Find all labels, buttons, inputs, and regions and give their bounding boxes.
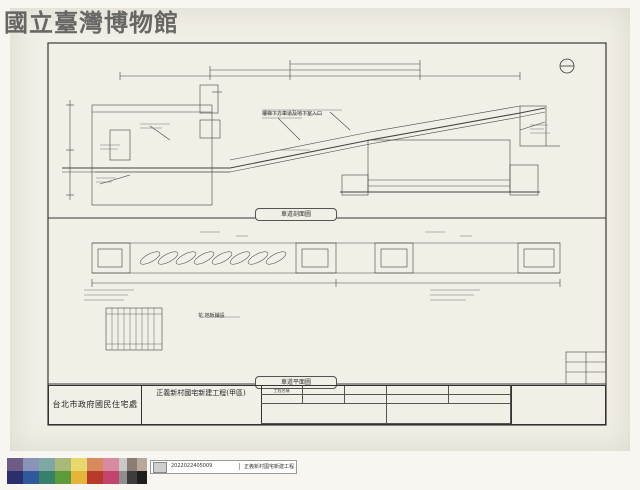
- swatch: [7, 458, 23, 471]
- project-title: 正義新村國宅新建工程(甲區): [156, 389, 246, 397]
- project-name: 正義新村國宅新建工程(甲區): [141, 386, 262, 424]
- swatch: [119, 471, 127, 484]
- swatch: [23, 458, 39, 471]
- section-note: 樓梯下方車道及地下室入口: [262, 111, 323, 117]
- tb-cell: [387, 404, 511, 424]
- swatch: [87, 458, 103, 471]
- plan-annotations: [84, 231, 480, 318]
- swatch: [71, 471, 87, 484]
- museum-watermark: 國立臺灣博物館: [4, 8, 179, 37]
- section-view: [62, 60, 560, 206]
- tb-cell: [345, 386, 387, 395]
- title-block-right: [511, 386, 606, 424]
- tb-cell: [449, 395, 511, 404]
- archive-logo-icon: [153, 462, 167, 473]
- tb-cell: [303, 386, 345, 395]
- grate-detail: [105, 307, 163, 351]
- swatch: [137, 458, 147, 471]
- section-annotations: [96, 109, 550, 183]
- tb-cell: [303, 395, 345, 404]
- tb-cell: [345, 395, 387, 404]
- tb-cell: [387, 386, 449, 395]
- color-target: [7, 458, 147, 484]
- tb-cell: [261, 404, 387, 424]
- swatch: [39, 471, 55, 484]
- swatch: [55, 458, 71, 471]
- plan-note: 花 地板鋪設: [198, 313, 225, 319]
- swatch: [87, 471, 103, 484]
- swatch: [7, 471, 23, 484]
- archive-id: 2022022405009: [171, 463, 213, 469]
- tb-cell: [261, 395, 303, 404]
- tb-cell: [449, 386, 511, 395]
- swatch: [127, 471, 137, 484]
- title-block: 台北市政府國民住宅處 正義新村國宅新建工程(甲區) 工程名稱: [48, 385, 606, 425]
- title-block-grid: 工程名稱: [261, 386, 511, 424]
- swatch: [71, 458, 87, 471]
- swatch: [103, 471, 119, 484]
- plan-view: [91, 242, 607, 385]
- swatch: [127, 458, 137, 471]
- swatch: [55, 471, 71, 484]
- swatch: [119, 458, 127, 471]
- agency-name: 台北市政府國民住宅處: [49, 386, 142, 424]
- swatch: [39, 458, 55, 471]
- drawing-border: [47, 42, 607, 426]
- tb-cell: 工程名稱: [261, 386, 303, 395]
- swatch: [137, 471, 147, 484]
- archive-label: 2022022405009 正義新村國宅新建工程: [150, 460, 297, 474]
- section-caption: 車道剖面圖: [255, 208, 337, 221]
- swatch: [23, 471, 39, 484]
- tb-cell: [387, 395, 449, 404]
- swatch: [103, 458, 119, 471]
- archive-title: 正義新村國宅新建工程: [239, 463, 294, 470]
